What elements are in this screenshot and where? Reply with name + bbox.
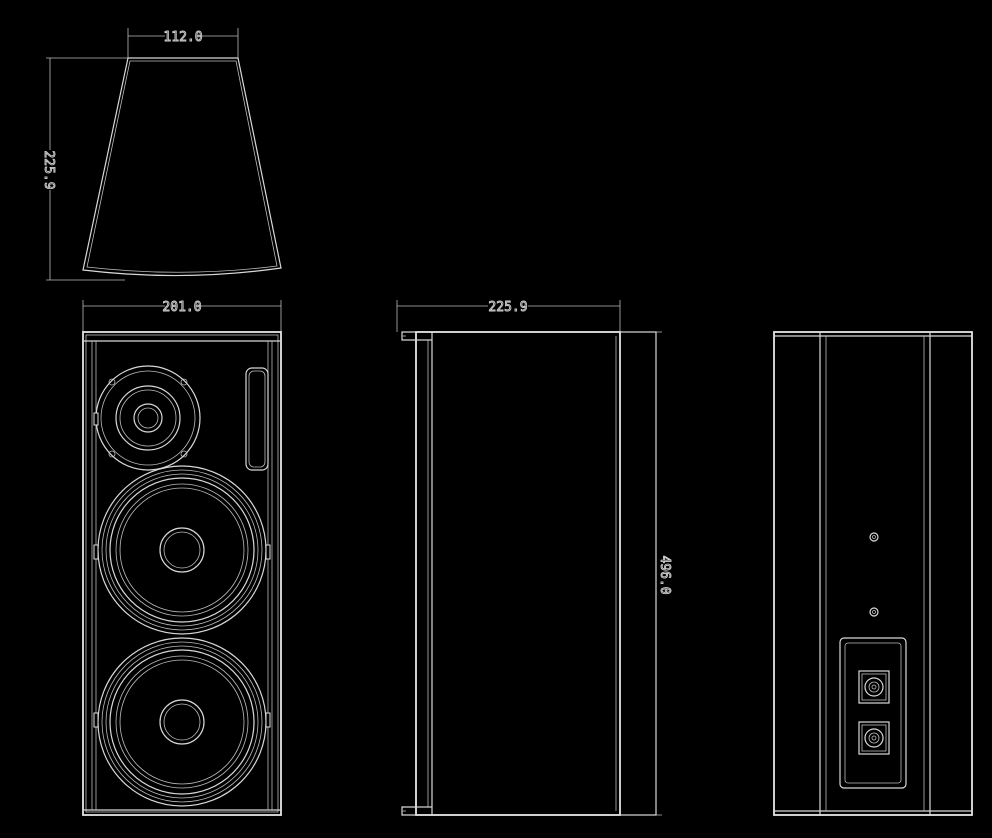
side-height-dimension: 496.0 xyxy=(620,331,672,816)
side-tab xyxy=(93,412,99,426)
top-outline xyxy=(82,57,282,277)
side-tab xyxy=(93,544,99,560)
speakon-connector-lower xyxy=(858,721,890,755)
front-width-label: 201.0 xyxy=(162,300,201,315)
side-tab xyxy=(265,712,271,728)
screw-icon xyxy=(869,532,879,542)
side-view: 225.9 496.0 xyxy=(396,300,672,816)
top-depth-label: 225.9 xyxy=(41,150,56,189)
tweeter xyxy=(95,365,201,471)
side-cabinet xyxy=(415,331,621,816)
side-tab xyxy=(93,712,99,728)
woofer-lower xyxy=(97,637,267,807)
top-inner-outline xyxy=(86,60,278,273)
speakon-connector-upper xyxy=(858,670,890,704)
top-depth-dimension: 225.9 xyxy=(41,57,128,281)
side-height-label: 496.0 xyxy=(657,555,672,594)
top-width-label: 112.0 xyxy=(163,30,202,45)
side-depth-label: 225.9 xyxy=(488,300,527,315)
front-width-dimension: 201.0 xyxy=(82,300,282,332)
side-depth-dimension: 225.9 xyxy=(396,300,621,332)
connector-plate xyxy=(839,637,907,789)
front-cabinet xyxy=(82,331,282,816)
screw-icon xyxy=(869,607,879,617)
top-width-dimension: 112.0 xyxy=(127,28,239,58)
rear-view xyxy=(773,331,973,816)
top-view: 112.0 225.9 xyxy=(41,28,282,281)
side-tab xyxy=(265,544,271,560)
rear-shell xyxy=(619,331,657,816)
woofer-upper xyxy=(97,465,267,635)
front-view: 201.0 xyxy=(82,300,282,816)
rear-cabinet xyxy=(773,331,973,816)
bass-port xyxy=(245,367,269,471)
